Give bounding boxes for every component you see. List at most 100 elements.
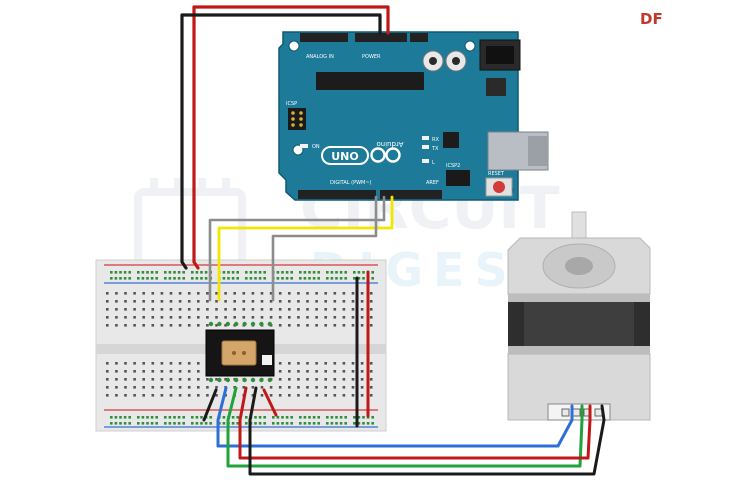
breadboard-hole bbox=[251, 308, 255, 311]
breadboard-hole bbox=[251, 394, 255, 397]
breadboard-hole bbox=[288, 362, 291, 365]
breadboard-hole bbox=[133, 378, 136, 381]
breadboard-hole bbox=[133, 362, 136, 365]
breadboard-hole bbox=[324, 324, 327, 327]
breadboard-hole bbox=[197, 308, 200, 311]
breadboard-hole bbox=[285, 416, 289, 419]
digital-header-low[interactable] bbox=[380, 190, 442, 199]
driver-pin bbox=[225, 377, 230, 383]
breadboard-hole bbox=[141, 271, 145, 274]
wire-red-5v[interactable] bbox=[192, 5, 390, 270]
breadboard-hole bbox=[231, 416, 235, 419]
breadboard-hole bbox=[146, 271, 149, 274]
icsp-header[interactable] bbox=[288, 108, 306, 130]
breadboard-hole bbox=[258, 416, 262, 419]
capacitor-top bbox=[452, 57, 460, 65]
breadboard-hole bbox=[362, 422, 365, 425]
power-header[interactable] bbox=[355, 33, 407, 42]
breadboard-hole bbox=[160, 316, 164, 319]
misc-header[interactable] bbox=[410, 33, 428, 42]
wire-black-gnd[interactable] bbox=[180, 13, 382, 270]
breadboard-hole bbox=[178, 300, 182, 303]
breadboard-hole bbox=[160, 378, 164, 381]
breadboard-hole bbox=[360, 378, 364, 381]
driver-trim-pot[interactable] bbox=[262, 355, 272, 365]
breadboard-hole bbox=[169, 394, 173, 397]
wire-green-coil[interactable] bbox=[226, 386, 584, 468]
breadboard-hole bbox=[281, 277, 284, 280]
wire-gray-enable[interactable] bbox=[271, 195, 378, 302]
breadboard-hole bbox=[123, 271, 127, 274]
breadboard-hole bbox=[114, 422, 118, 425]
driver-pin bbox=[267, 377, 272, 383]
breadboard-hole bbox=[288, 316, 291, 319]
breadboard-hole bbox=[272, 422, 275, 425]
driver-pin bbox=[242, 377, 247, 383]
breadboard-hole bbox=[260, 386, 264, 389]
breadboard-hole bbox=[133, 386, 136, 389]
driver-pin bbox=[208, 321, 214, 327]
breadboard-hole bbox=[142, 308, 145, 311]
icsp2-header[interactable] bbox=[446, 170, 470, 186]
stepper-motor bbox=[507, 211, 651, 421]
breadboard-hole bbox=[245, 416, 248, 419]
breadboard-hole bbox=[169, 308, 173, 311]
breadboard-hole bbox=[317, 277, 320, 280]
breadboard-hole bbox=[155, 422, 158, 425]
breadboard-hole bbox=[308, 416, 311, 419]
breadboard-hole bbox=[269, 394, 273, 397]
rx-label: RX bbox=[432, 137, 439, 143]
breadboard-hole bbox=[106, 308, 109, 311]
breadboard-hole bbox=[324, 292, 327, 295]
breadboard-hole bbox=[177, 422, 181, 425]
wire-yellow-dir[interactable] bbox=[217, 195, 394, 302]
analog-header[interactable] bbox=[300, 33, 348, 42]
breadboard-hole bbox=[224, 324, 227, 327]
breadboard-hole bbox=[141, 277, 145, 280]
breadboard-hole bbox=[222, 271, 226, 274]
breadboard-hole bbox=[182, 277, 185, 280]
breadboard-hole bbox=[160, 386, 164, 389]
breadboard-hole bbox=[141, 416, 145, 419]
wire-red-coil[interactable] bbox=[238, 386, 592, 460]
breadboard-hole bbox=[115, 324, 118, 327]
digital-header-high[interactable] bbox=[298, 190, 376, 199]
breadboard-hole bbox=[254, 422, 257, 425]
breadboard-hole bbox=[360, 316, 364, 319]
breadboard-hole bbox=[231, 271, 235, 274]
wire-black-driver-gnd[interactable] bbox=[202, 388, 218, 422]
breadboard-hole bbox=[115, 308, 118, 311]
breadboard-hole bbox=[106, 324, 109, 327]
breadboard-hole bbox=[276, 416, 280, 419]
breadboard-hole bbox=[178, 362, 182, 365]
breadboard-hole bbox=[233, 308, 236, 311]
breadboard-hole bbox=[278, 316, 282, 319]
breadboard-hole bbox=[195, 422, 199, 425]
reset-button[interactable] bbox=[493, 181, 505, 193]
wire-gray-step[interactable] bbox=[208, 195, 386, 302]
breadboard-hole bbox=[342, 386, 346, 389]
icsp2-label: ICSP2 bbox=[446, 163, 460, 169]
breadboard-hole bbox=[369, 362, 373, 365]
breadboard-hole bbox=[164, 277, 167, 280]
breadboard-hole bbox=[142, 324, 145, 327]
breadboard-hole bbox=[344, 271, 347, 274]
breadboard-hole bbox=[142, 300, 145, 303]
breadboard-hole bbox=[251, 316, 255, 319]
breadboard-hole bbox=[115, 316, 118, 319]
breadboard-hole bbox=[215, 300, 218, 303]
wire-black-coil[interactable] bbox=[248, 386, 606, 476]
breadboard-hole bbox=[187, 378, 191, 381]
breadboard-hole bbox=[278, 386, 282, 389]
breadboard-hole bbox=[160, 394, 164, 397]
wire-red-driver-vmot[interactable] bbox=[262, 388, 278, 417]
breadboard-hole bbox=[258, 422, 262, 425]
icsp-label: ICSP bbox=[286, 101, 297, 107]
driver-pin bbox=[250, 321, 256, 327]
breadboard-hole bbox=[115, 292, 118, 295]
wire-blue-coil[interactable] bbox=[216, 386, 574, 448]
breadboard-hole bbox=[204, 277, 208, 280]
breadboard-hole bbox=[285, 422, 289, 425]
aref-label: AREF bbox=[426, 180, 439, 186]
breadboard-hole bbox=[110, 277, 113, 280]
